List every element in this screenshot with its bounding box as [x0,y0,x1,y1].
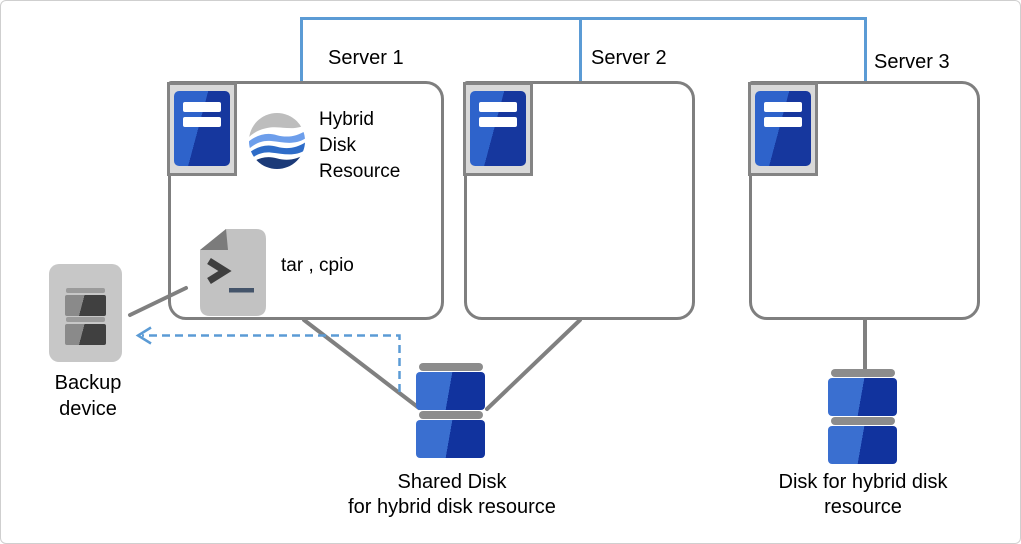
server-slot [183,117,221,127]
server-tower-body [174,91,230,166]
server-slot [183,102,221,112]
server-slot [479,117,517,127]
disk-cap [418,363,483,371]
hybrid-disk-label-line1: Disk for hybrid disk [778,471,948,493]
server-tower-body [755,91,811,166]
hybrid-disk-stack-icon [828,369,897,464]
script-file-icon [200,229,266,316]
backup-device-icon [49,264,122,362]
tape-slot-trim [66,317,105,322]
hybrid-disk-label: Disk for hybrid disk resource [738,470,988,520]
tape-slot [65,324,106,345]
disk-cap [830,417,895,425]
network-line-top [300,17,867,81]
backup-arrow-head-icon [135,326,152,345]
disk-unit [828,426,897,464]
hybrid-disk-wave-icon [248,112,306,170]
tape-slot-trim [66,288,105,293]
connector-server2-shared-disk [485,318,582,411]
shared-disk-label-line1: Shared Disk [397,471,507,493]
server-tower-body [470,91,526,166]
backup-commands-label: tar , cpio [281,255,354,276]
hybrid-disk-label-line2: resource [824,496,902,518]
server-slot [479,102,517,112]
backup-device-label: Backup device [54,372,122,420]
disk-unit [416,420,485,458]
shared-disk-label: Shared Disk for hybrid disk resource [327,470,577,520]
server1-tower-icon [167,82,237,176]
server3-tower-icon [748,82,818,176]
server3-label: Server 3 [874,51,950,73]
server2-label: Server 2 [591,47,667,69]
disk-unit [416,372,485,410]
tape-slot [65,295,106,316]
disk-cap [830,369,895,377]
server2-tower-icon [463,82,533,176]
prompt-underscore-icon [229,288,254,293]
connector-server1-shared-disk [302,318,421,410]
hybrid-disk-resource-label: Hybrid Disk Resource [319,109,401,182]
prompt-chevron-icon [207,258,232,284]
server-slot [764,117,802,127]
server1-label: Server 1 [328,47,404,69]
shared-disk-label-line2: for hybrid disk resource [348,496,556,518]
disk-cap [418,411,483,419]
shared-disk-stack-icon [416,363,485,458]
server-slot [764,102,802,112]
backup-dashed-line [142,334,401,392]
disk-unit [828,378,897,416]
connector-backup-device-server1 [128,286,188,317]
